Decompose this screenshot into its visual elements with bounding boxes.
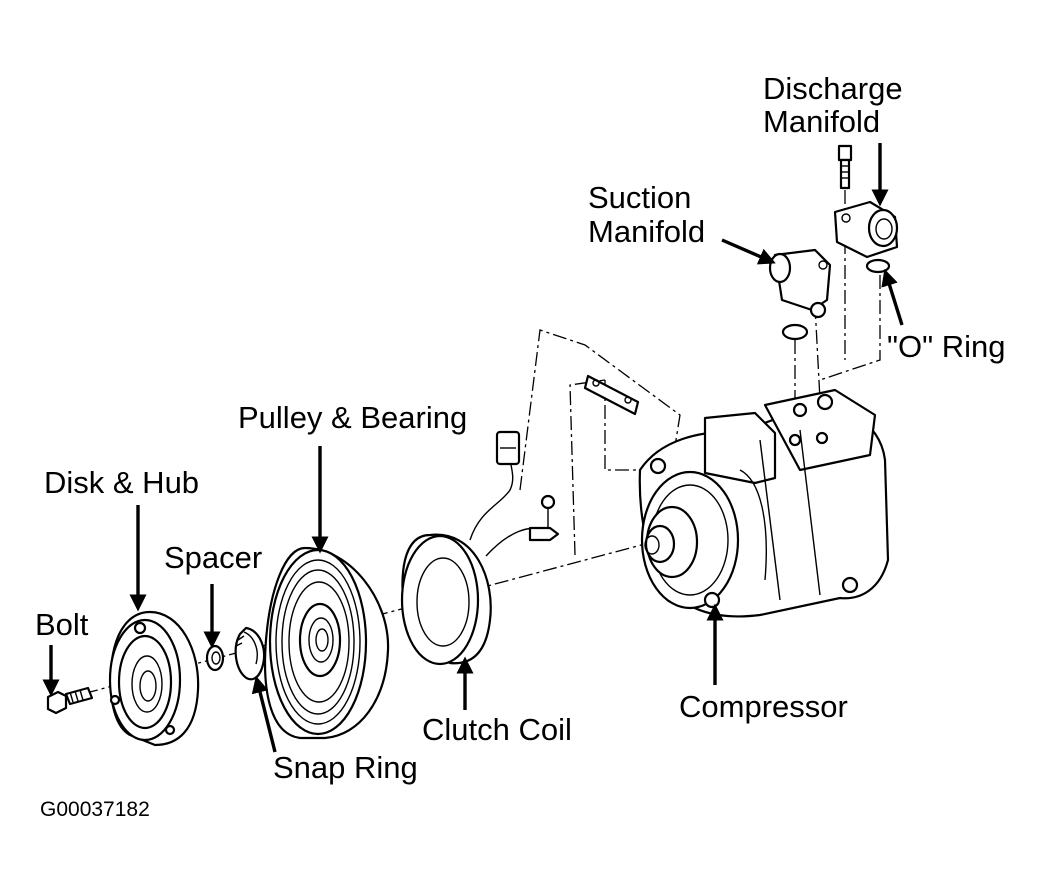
disk-hub-part (108, 610, 200, 747)
clutch-coil-part (400, 430, 560, 666)
leader-arrows (42, 143, 904, 753)
bolt-part (46, 686, 94, 715)
label-snap-ring: Snap Ring (273, 750, 418, 785)
snap-ring-arrow (251, 675, 277, 753)
suction-manifold-arrow (721, 238, 776, 265)
label-bolt: Bolt (35, 607, 89, 642)
label-o-ring: "O" Ring (887, 329, 1006, 364)
suction-manifold-part (768, 248, 832, 341)
label-disk-hub: Disk & Hub (44, 465, 199, 500)
labels: Discharge Manifold Suction Manifold "O" … (35, 71, 1006, 821)
label-clutch-coil: Clutch Coil (422, 712, 572, 747)
bracket-part (583, 374, 640, 416)
spacer-part (205, 644, 225, 672)
label-discharge-manifold-line1: Discharge (763, 71, 903, 106)
pulley-bearing-part (263, 546, 390, 740)
discharge-manifold-part (833, 144, 899, 274)
compressor-part (638, 388, 890, 618)
figure-code: G00037182 (40, 798, 150, 821)
label-suction-manifold-line2: Manifold (588, 214, 705, 249)
label-spacer: Spacer (164, 540, 262, 575)
label-discharge-manifold-line2: Manifold (763, 104, 880, 139)
label-pulley-bearing: Pulley & Bearing (238, 400, 467, 435)
snap-ring-part (234, 626, 266, 681)
label-suction-manifold-line1: Suction (588, 180, 691, 215)
o-ring-arrow (881, 268, 904, 326)
label-compressor: Compressor (679, 689, 848, 724)
